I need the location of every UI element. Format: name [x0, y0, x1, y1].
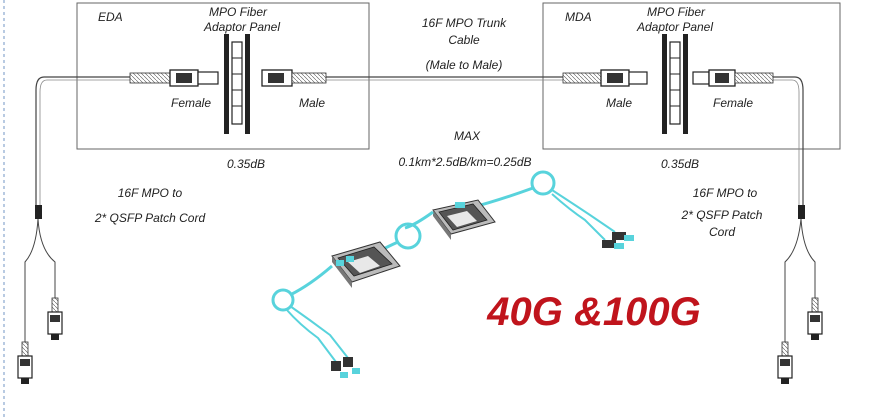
- right-cord-boot: [798, 205, 805, 219]
- left-cord-line-inner: [39, 79, 130, 205]
- left-cord-split-b: [37, 218, 56, 298]
- mda-loss-label: 0.35dB: [661, 157, 699, 171]
- cassette-module-lower: [331, 241, 401, 288]
- eda-panel-label-2: Adaptor Panel: [203, 20, 280, 34]
- eda-loss-label: 0.35dB: [227, 157, 265, 171]
- left-qsfp-connector-lower: [17, 341, 33, 384]
- mda-female-label: Female: [713, 96, 753, 110]
- eda-adaptor-panel: [224, 34, 250, 134]
- right-qsfp-connector-upper: [807, 297, 823, 340]
- left-cord-boot: [35, 205, 42, 219]
- eda-panel-label-1: MPO Fiber: [209, 5, 268, 19]
- mda-adaptor-panel: [662, 34, 688, 134]
- eda-male-label: Male: [299, 96, 325, 110]
- trunk-calc-label: 0.1km*2.5dB/km=0.25dB: [398, 155, 531, 169]
- left-cord-split-a: [24, 218, 39, 342]
- trunk-max-label: MAX: [454, 129, 481, 143]
- mda-panel-label-1: MPO Fiber: [647, 5, 706, 19]
- left-cord-line: [35, 76, 130, 205]
- trunk-label-3: (Male to Male): [426, 58, 503, 72]
- mda-male-mpo-connector: [562, 69, 648, 87]
- right-cord-label-3: Cord: [709, 225, 735, 239]
- eda-female-label: Female: [171, 96, 211, 110]
- right-cord-label-1: 16F MPO to: [693, 186, 758, 200]
- mda-panel-label-2: Adaptor Panel: [636, 20, 713, 34]
- cassette-module-upper: [432, 199, 496, 240]
- mda-box: [542, 2, 841, 150]
- mda-female-mpo-connector: [692, 69, 774, 87]
- right-cord-label-2: 2* QSFP Patch: [681, 208, 763, 222]
- headline-40g-100g: 40G &100G: [486, 290, 700, 334]
- mda-title: MDA: [565, 10, 592, 24]
- left-cord-label-2: 2* QSFP Patch Cord: [94, 211, 206, 225]
- left-qsfp-connector-upper: [47, 297, 63, 340]
- trunk-label-2: Cable: [448, 33, 480, 47]
- right-qsfp-connector-lower: [777, 341, 793, 384]
- right-cord-line-inner: [735, 79, 800, 205]
- right-cord-split-b: [784, 218, 802, 342]
- right-cord-split-a: [800, 218, 816, 298]
- eda-male-mpo-connector: [261, 69, 327, 87]
- eda-female-mpo-connector: [129, 69, 219, 87]
- eda-box: [76, 2, 370, 150]
- product-illustration: [271, 170, 634, 378]
- mda-male-label: Male: [606, 96, 632, 110]
- left-cord-label-1: 16F MPO to: [118, 186, 183, 200]
- eda-title: EDA: [98, 10, 123, 24]
- trunk-label-1: 16F MPO Trunk: [422, 16, 507, 30]
- right-cord-line: [735, 76, 804, 205]
